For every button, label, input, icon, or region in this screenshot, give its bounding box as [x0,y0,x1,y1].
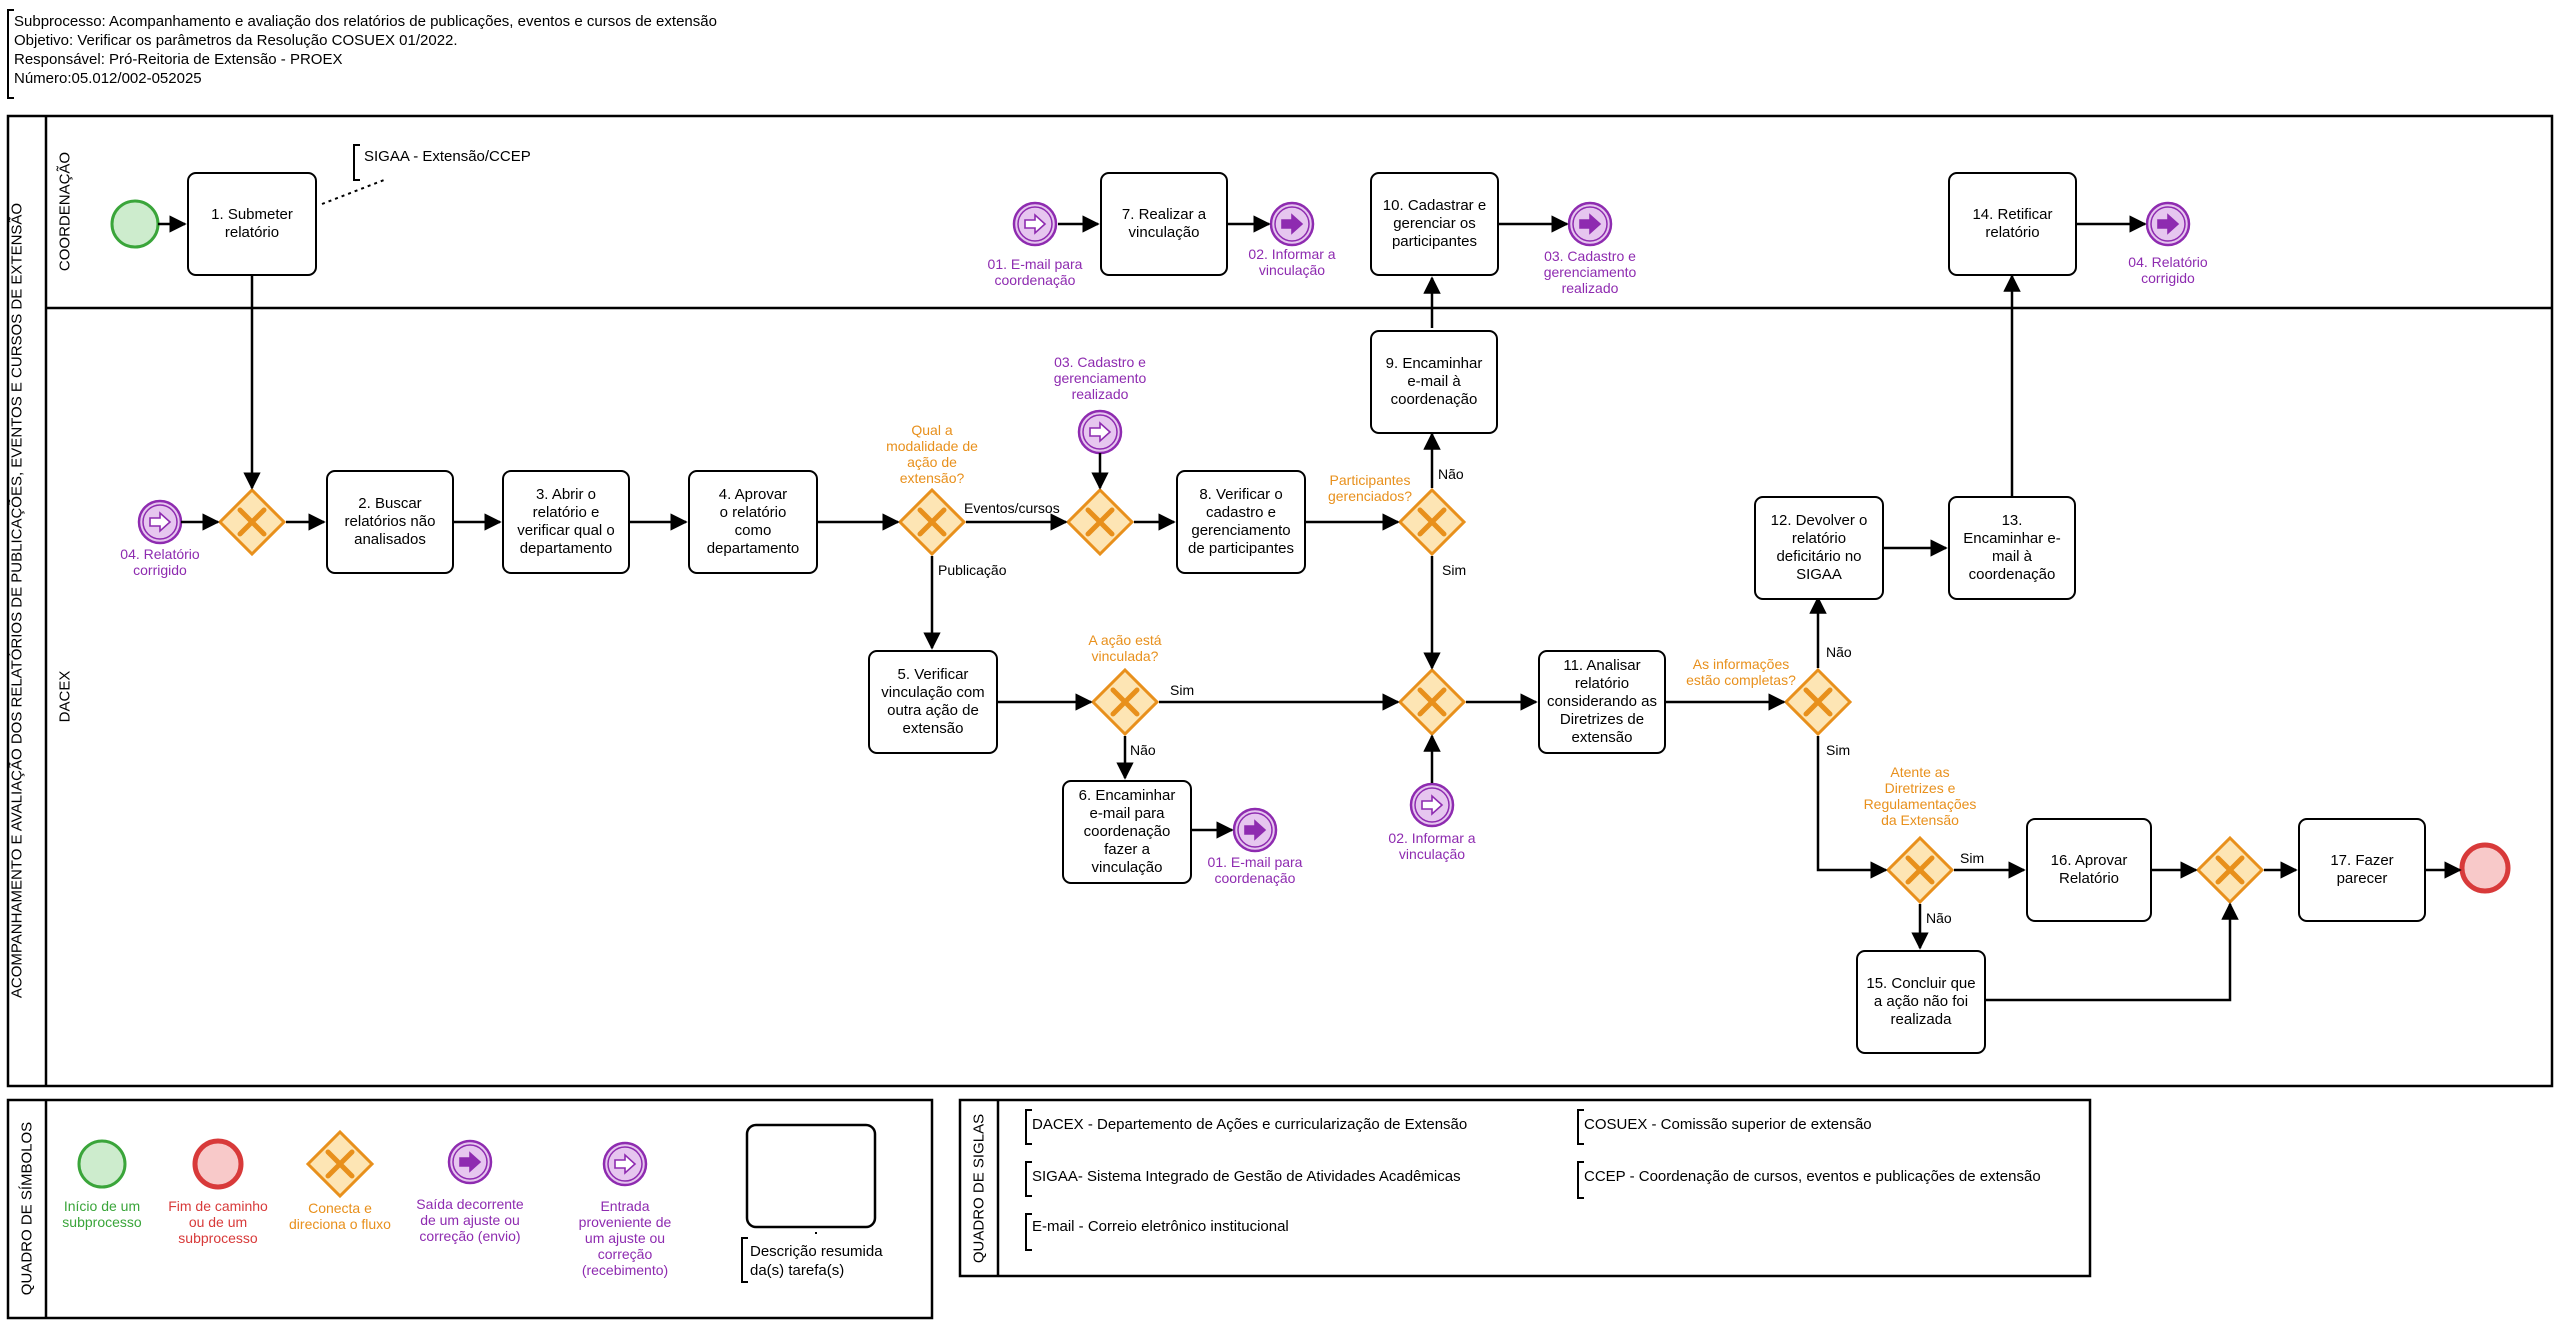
task-9-encaminhar-email[interactable]: 9. Encaminhar e-mail à coordenação [1370,330,1498,434]
label-gateway-atende: Atente as Diretrizes e Regulamentações d… [1863,764,1977,828]
pool-title: ACOMPANHAMENTO E AVALIAÇÃO DOS RELATÓRIO… [8,202,26,999]
task-12-devolver-relatorio[interactable]: 12. Devolver o relatório deficitário no … [1754,496,1884,600]
legend-out-icon [447,1139,493,1185]
legend-start-label: Início de um subprocesso [62,1198,142,1230]
legend-out-label: Saída decorrente de um ajuste ou correçã… [416,1196,524,1244]
annotation-bracket [353,144,360,181]
flow-label-nao-completas: Não [1826,644,1852,660]
lane-label-coordenacao: COORDENAÇÃO [56,151,74,272]
flow-label-nao-atende: Não [1926,910,1952,926]
event-in-02-informar [1409,782,1455,828]
label-gateway-modalidade: Qual a modalidade de ação de extensão? [886,422,978,486]
symbols-frame [6,1098,934,1320]
task-2-buscar-relatorios[interactable]: 2. Buscar relatórios não analisados [326,470,454,574]
gateway-final-merge [2198,838,2262,902]
flow-label-sim-atende: Sim [1960,850,1985,866]
acronym-dacex: DACEX - Departemento de Ações e curricul… [1032,1116,1468,1133]
task-6-encaminhar-email[interactable]: 6. Encaminhar e-mail para coordenação fa… [1062,780,1192,884]
legend-end-label: Fim de caminho ou de um subprocesso [168,1198,268,1246]
label-event-in-03: 03. Cadastro e gerenciamento realizado [1053,354,1147,402]
label-event-in-01: 01. E-mail para coordenação [987,256,1083,288]
acronym-cosuex: COSUEX - Comissão superior de extensão [1584,1116,1872,1133]
header-objective: Objetivo: Verificar os parâmetros da Res… [14,32,458,49]
gateway-modalidade [900,490,964,554]
event-in-03-cadastro [1077,409,1123,455]
event-in-01-email [1012,201,1058,247]
task-7-realizar-vinculacao[interactable]: 7. Realizar a vinculação [1100,172,1228,276]
task-1-submeter-relatorio[interactable]: 1. Submeter relatório [187,172,317,276]
task-15-concluir-nao-realizada[interactable]: 15. Concluir que a ação não foi realizad… [1856,950,1986,1054]
event-out-03-cadastro [1567,201,1613,247]
task-14-retificar-relatorio[interactable]: 14. Retificar relatório [1948,172,2077,276]
flow-label-sim-completas: Sim [1826,742,1851,758]
event-out-02-informar [1269,201,1315,247]
task-13-encaminhar-email[interactable]: 13. Encaminhar e- mail à coordenação [1948,496,2076,600]
flow-label-nao-participantes: Não [1438,466,1464,482]
pool-frame [6,114,2554,1088]
task-16-aprovar-relatorio[interactable]: 16. Aprovar Relatório [2026,818,2152,922]
header-info: Subprocesso: Acompanhamento e avaliação … [14,12,717,88]
annotation-link [321,179,385,205]
event-out-04-relatorio [2145,201,2191,247]
legend-in-icon [602,1141,648,1187]
acronym-email: E-mail - Correio eletrônico instituciona… [1032,1218,1289,1235]
task-5-verificar-vinculacao[interactable]: 5. Verificar vinculação com outra ação d… [868,650,998,754]
task-10-cadastrar-participantes[interactable]: 10. Cadastrar e gerenciar os participant… [1370,172,1499,276]
gateway-vinculada [1093,670,1157,734]
acronyms-title: QUADRO DE SIGLAS [970,1113,988,1264]
legend-gateway-icon [308,1132,372,1196]
legend-gateway-label: Conecta e direciona o fluxo [289,1200,391,1232]
acronyms-frame [958,1098,2092,1278]
header-subprocess: Subprocesso: Acompanhamento e avaliação … [14,13,717,30]
flow-label-nao-vinculada: Não [1130,742,1156,758]
flow-label-sim-participantes: Sim [1442,562,1467,578]
header-number: Número:05.012/002-052025 [14,70,202,87]
event-out-01-email [1232,807,1278,853]
gateway-atende [1888,838,1952,902]
legend-start-icon [77,1139,127,1189]
acronym-ccep: CCEP - Coordenação de cursos, eventos e … [1584,1168,2041,1185]
sequence-flows [158,215,2462,1002]
task-3-abrir-relatorio[interactable]: 3. Abrir o relatório e verificar qual o … [502,470,630,574]
legend-in-label: Entrada proveniente de um ajuste ou corr… [578,1198,672,1278]
task-17-fazer-parecer[interactable]: 17. Fazer parecer [2298,818,2426,922]
gateway-start-merge [220,490,284,554]
flow-label-sim-vinculada: Sim [1170,682,1195,698]
task-11-analisar-relatorio[interactable]: 11. Analisar relatório considerando as D… [1538,650,1666,754]
legend-end-icon [192,1138,244,1190]
lane-label-dacex: DACEX [56,670,74,723]
gateway-eventos-merge [1068,490,1132,554]
label-gateway-participantes: Participantes gerenciados? [1327,472,1413,504]
task-8-verificar-cadastro[interactable]: 8. Verificar o cadastro e gerenciamento … [1176,470,1306,574]
label-gateway-completas: As informações estão completas? [1686,656,1796,688]
label-event-in-04: 04. Relatório corrigido [120,546,200,578]
gateway-analise-merge [1400,670,1464,734]
annotation-sigaa: SIGAA - Extensão/CCEP [364,148,531,165]
legend-task-icon [745,1123,877,1229]
label-event-out-01: 01. E-mail para coordenação [1207,854,1303,886]
start-event [110,199,160,249]
acronym-sigaa: SIGAA- Sistema Integrado de Gestão de At… [1032,1168,1461,1185]
header-responsible: Responsável: Pró-Reitoria de Extensão - … [14,51,343,68]
label-event-out-04: 04. Relatório corrigido [2128,254,2208,286]
label-event-out-03: 03. Cadastro e gerenciamento realizado [1543,248,1637,296]
flow-label-publicacao: Publicação [938,562,1007,578]
header-bracket [7,9,14,99]
end-event [2459,842,2511,894]
task-4-aprovar-departamento[interactable]: 4. Aprovar o relatório como departamento [688,470,818,574]
legend-task-label: Descrição resumida da(s) tarefa(s) [750,1243,883,1279]
label-gateway-vinculada: A ação está vinculada? [1088,632,1162,664]
label-event-in-02: 02. Informar a vinculação [1388,830,1476,862]
flow-label-eventos-cursos: Eventos/cursos [964,500,1060,516]
event-in-04-relatorio [137,499,183,545]
label-event-out-02: 02. Informar a vinculação [1248,246,1336,278]
symbols-title: QUADRO DE SÍMBOLOS [18,1121,36,1296]
